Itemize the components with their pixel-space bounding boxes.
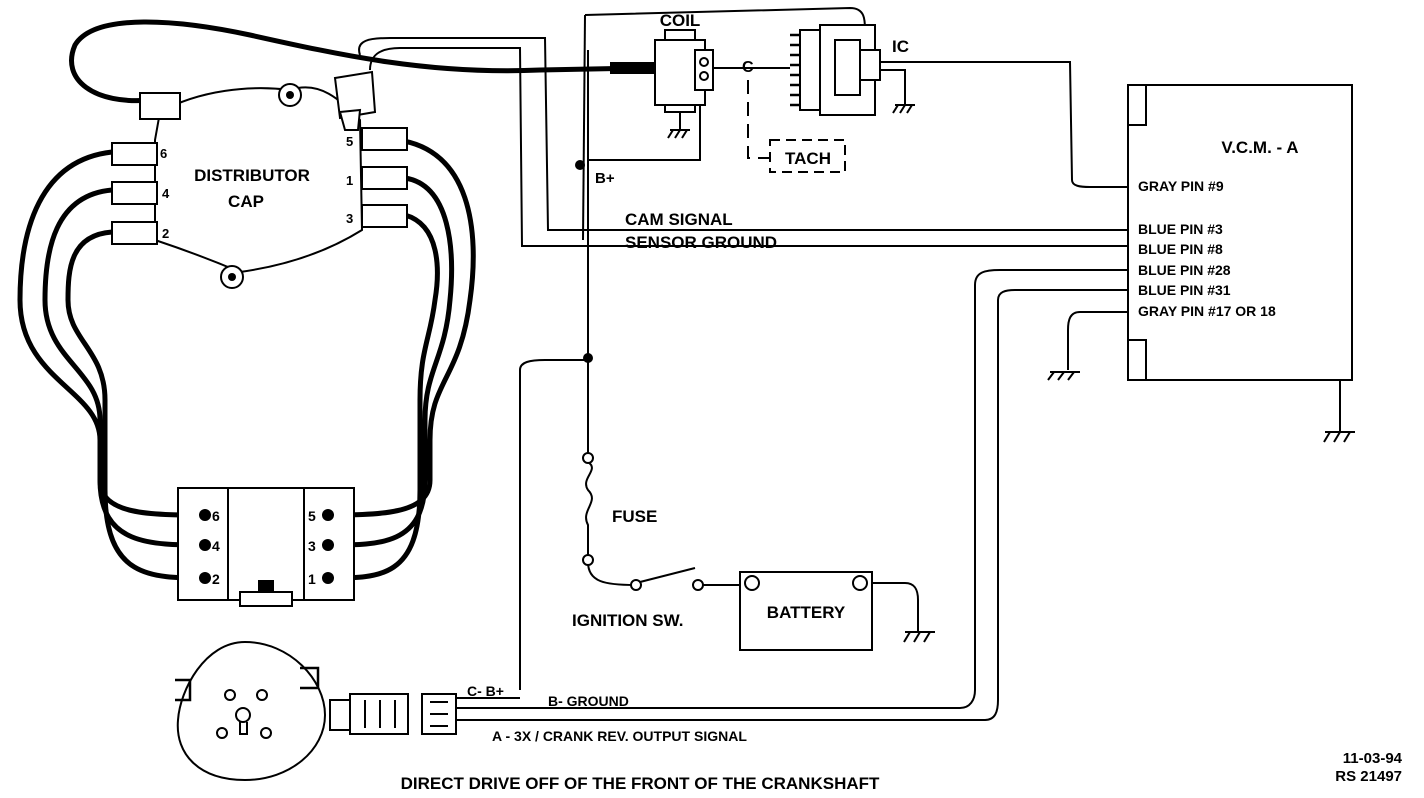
cap-terminal-label: 2 bbox=[162, 226, 169, 241]
plug-wire-6 bbox=[17, 149, 208, 518]
crank-sensor-connector bbox=[329, 693, 457, 735]
fuse: FUSE bbox=[582, 452, 657, 566]
distributor-cap: 6 4 2 5 1 3 DISTRIBUTOR CAP bbox=[111, 70, 408, 289]
cap-terminal-label: 1 bbox=[346, 173, 353, 188]
junctions bbox=[575, 160, 593, 363]
sensor-ground-label: SENSOR GROUND bbox=[625, 233, 777, 252]
c-b-plus-label: C- B+ bbox=[467, 683, 504, 699]
plug-wire-3 bbox=[327, 212, 440, 581]
ground-symbols bbox=[892, 104, 1355, 643]
ic-label: IC bbox=[892, 37, 909, 56]
date-code: 11-03-94 bbox=[1343, 750, 1403, 767]
vcm-pin-label: BLUE PIN #8 bbox=[1138, 241, 1223, 257]
coil-label: COIL bbox=[660, 11, 701, 30]
vcm-pin-label: BLUE PIN #31 bbox=[1138, 282, 1231, 298]
battery: BATTERY bbox=[739, 571, 873, 651]
plug-wire-2 bbox=[65, 229, 208, 581]
tach: TACH bbox=[769, 139, 846, 173]
coilpack-terminal-label: 5 bbox=[308, 508, 316, 524]
signal-wires bbox=[358, 6, 1341, 721]
coilpack-terminal-label: 4 bbox=[212, 538, 220, 554]
cap-terminal-label: 3 bbox=[346, 211, 353, 226]
coilpack-terminal-label: 6 bbox=[212, 508, 220, 524]
cap-terminal-label: 6 bbox=[160, 146, 167, 161]
coil-tower-wire bbox=[69, 19, 643, 104]
b-ground-label: B- GROUND bbox=[548, 693, 629, 709]
plug-wire-5 bbox=[317, 137, 476, 518]
junction-dot bbox=[575, 160, 585, 170]
coil-pack: 6 4 2 5 3 1 bbox=[177, 487, 355, 607]
c-minus-label: C- bbox=[742, 59, 759, 76]
ignition-switch-label: IGNITION SW. bbox=[572, 611, 683, 630]
plug-wires bbox=[17, 19, 643, 581]
ignition-switch: IGNITION SW. bbox=[572, 579, 704, 630]
b-plus-label: B+ bbox=[595, 170, 615, 187]
vcm-pin-label: BLUE PIN #28 bbox=[1138, 262, 1231, 278]
crank-reluctor-wheel bbox=[175, 640, 327, 782]
reference-number: RS 21497 bbox=[1335, 768, 1402, 785]
vcm-title: V.C.M. - A bbox=[1221, 138, 1298, 157]
coilpack-terminal-label: 2 bbox=[212, 571, 220, 587]
ignition-control-module: IC bbox=[790, 24, 909, 116]
a-output-label: A - 3X / CRANK REV. OUTPUT SIGNAL bbox=[492, 728, 747, 744]
coilpack-terminal-label: 3 bbox=[308, 538, 316, 554]
caption: DIRECT DRIVE OFF OF THE FRONT OF THE CRA… bbox=[401, 774, 880, 793]
battery-label: BATTERY bbox=[767, 603, 846, 622]
distributor-label: DISTRIBUTOR bbox=[194, 166, 310, 185]
vcm-pin-label: BLUE PIN #3 bbox=[1138, 221, 1223, 237]
ignition-coil: COIL bbox=[610, 11, 714, 139]
fuse-label: FUSE bbox=[612, 507, 657, 526]
vcm-pin-label: GRAY PIN #9 bbox=[1138, 178, 1224, 194]
vcm-module: V.C.M. - A GRAY PIN #9 BLUE PIN #3 BLUE … bbox=[1127, 84, 1353, 381]
distributor-label: CAP bbox=[228, 192, 264, 211]
cam-signal-label: CAM SIGNAL bbox=[625, 210, 733, 229]
plug-wire-4 bbox=[42, 187, 208, 548]
cap-terminal-label: 5 bbox=[346, 134, 353, 149]
tach-label: TACH bbox=[785, 149, 831, 168]
coilpack-terminal-label: 1 bbox=[308, 571, 316, 587]
cap-terminal-label: 4 bbox=[162, 186, 170, 201]
junction-dot bbox=[583, 353, 593, 363]
vcm-pin-label: GRAY PIN #17 OR 18 bbox=[1138, 303, 1276, 319]
plug-wire-1 bbox=[327, 175, 454, 548]
